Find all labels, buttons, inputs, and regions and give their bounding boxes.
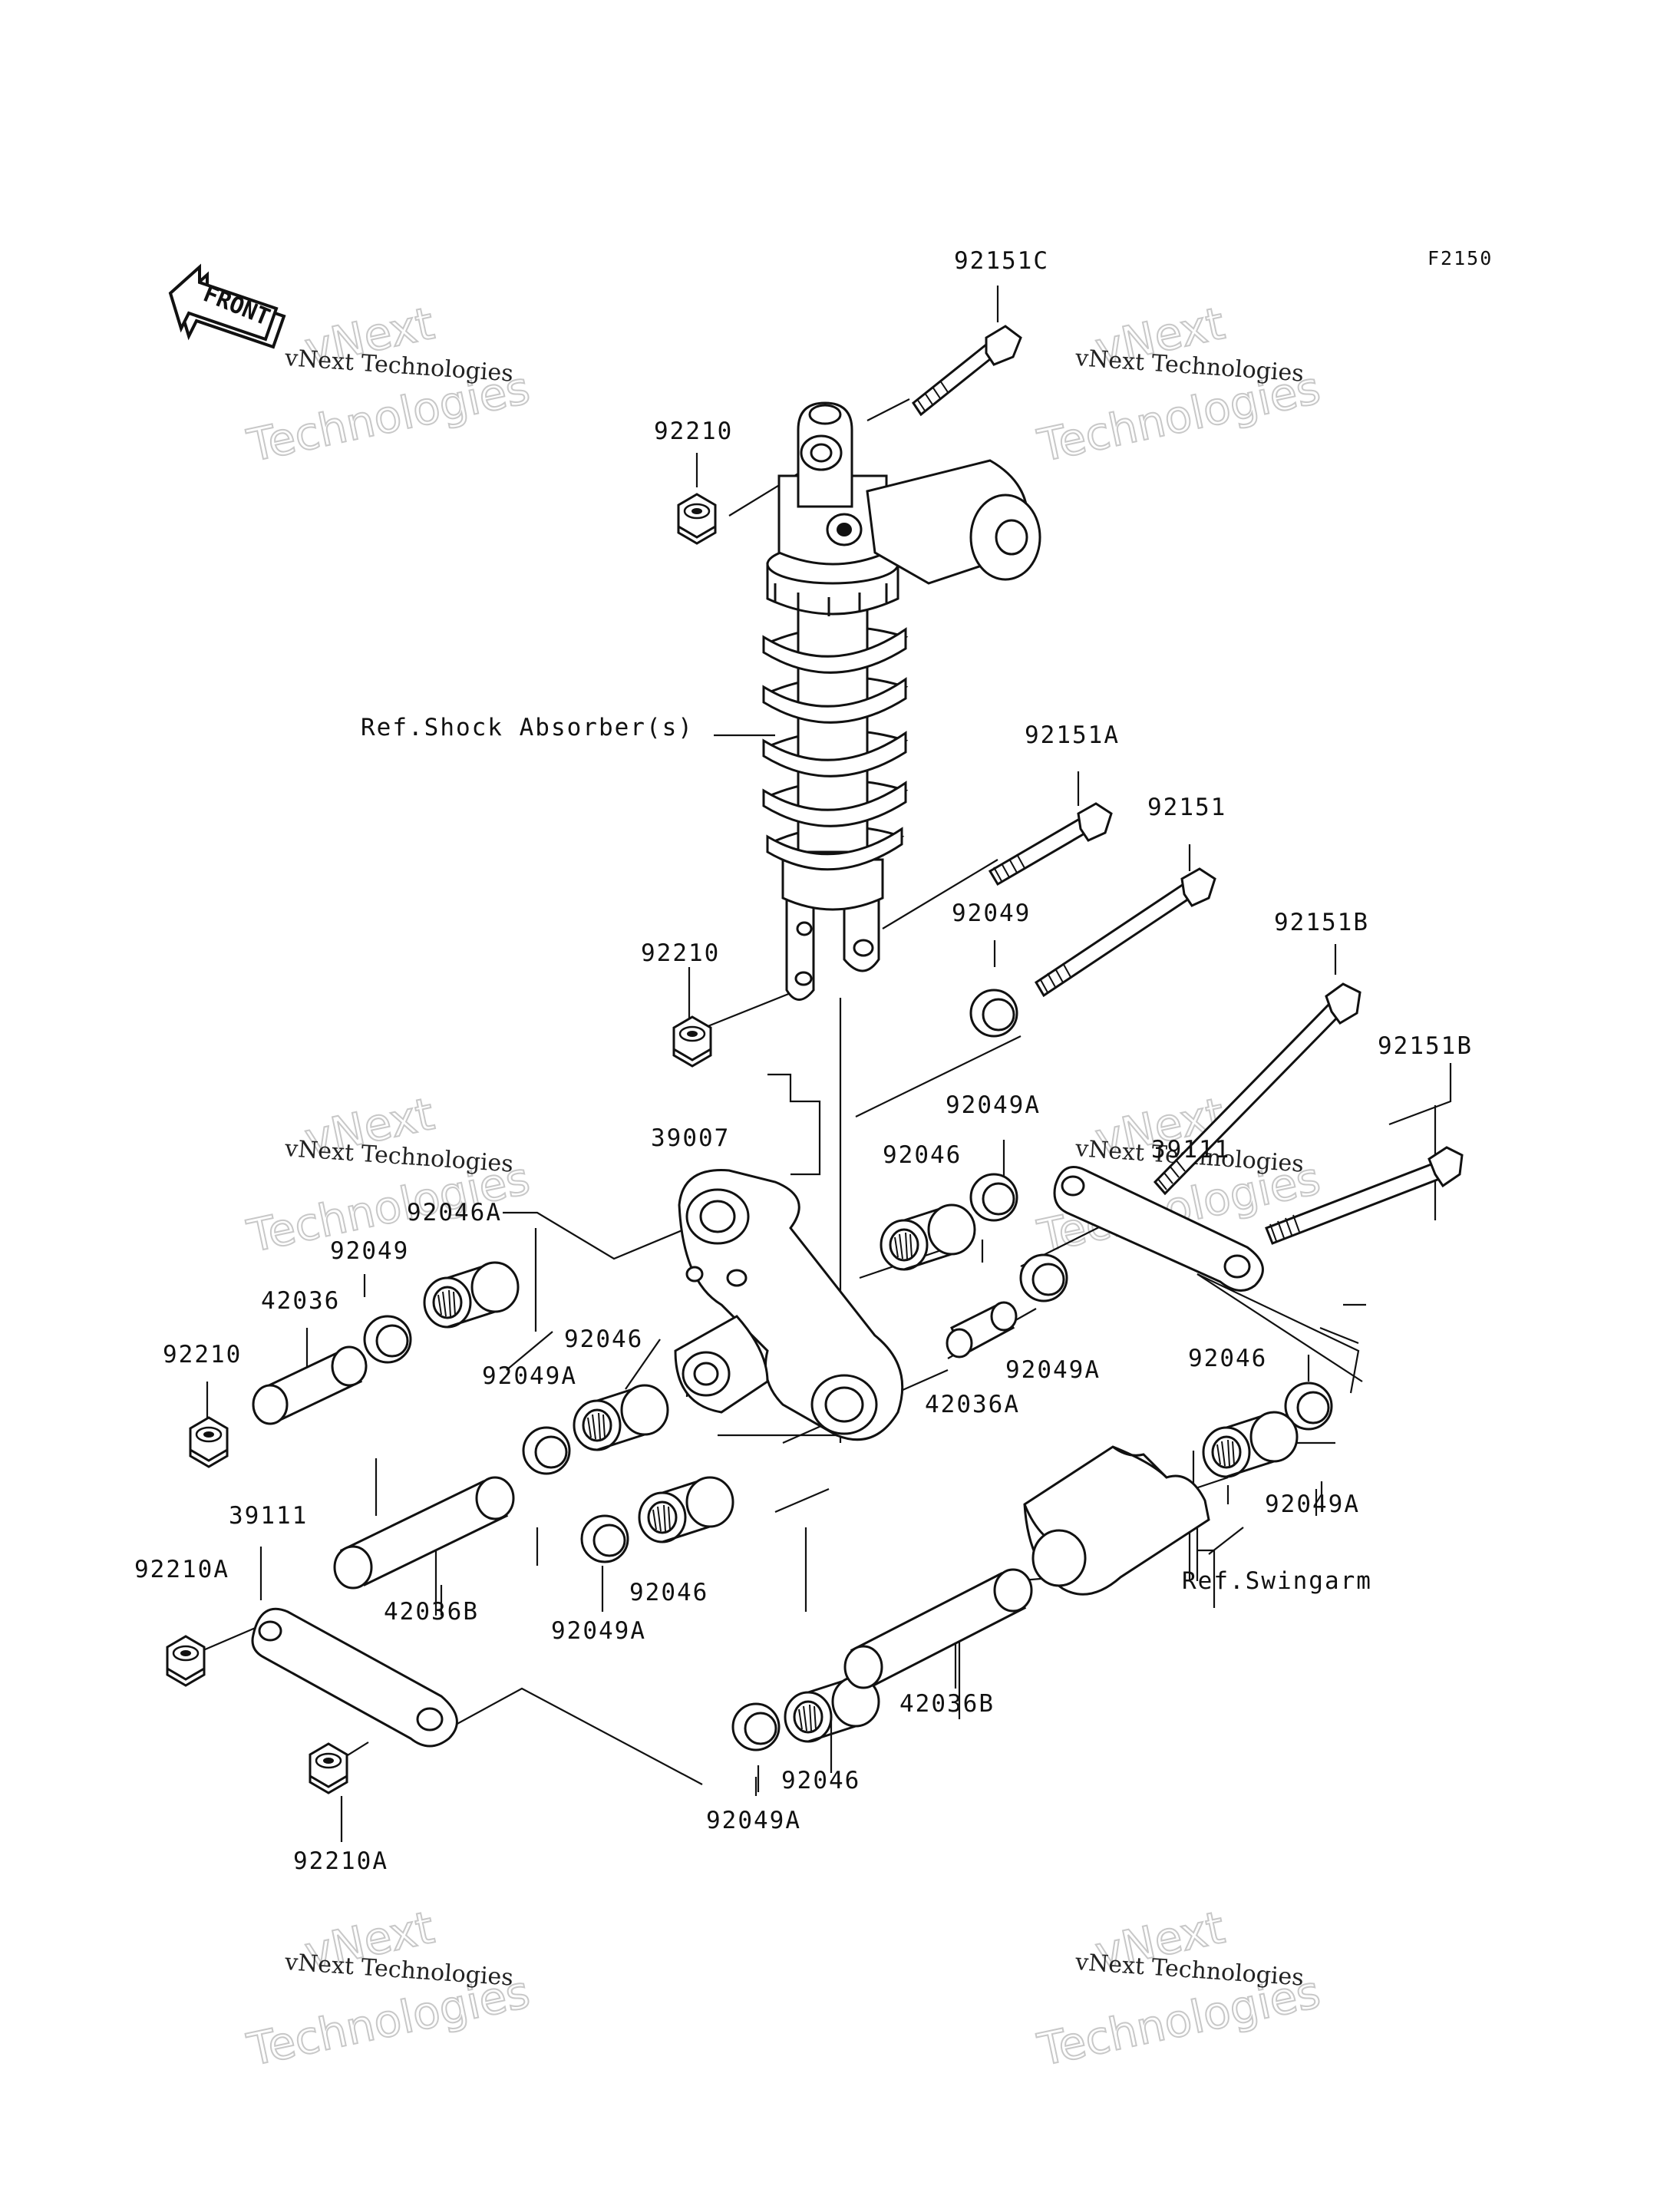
label-92049A-far-right: 92049A <box>1265 1491 1360 1518</box>
label-92049A-bottom: 92049A <box>706 1807 801 1834</box>
label-92049A-middle: 92049A <box>551 1617 646 1645</box>
shock-absorber-icon <box>762 401 1041 1001</box>
label-92046-right: 92046 <box>883 1141 962 1169</box>
front-arrow-icon: FRONT <box>168 263 286 349</box>
label-ref-shock-absorber: Ref.Shock Absorber(s) <box>361 714 694 741</box>
label-42036B-left: 42036B <box>384 1598 479 1626</box>
watermark-top-right: vNext Technologies vNext Technologies <box>1032 296 1325 473</box>
label-92046-middle: 92046 <box>629 1579 708 1606</box>
label-92210-left: 92210 <box>163 1341 242 1368</box>
leader-lines <box>175 286 1452 1842</box>
label-92151B-1: 92151B <box>1274 909 1369 936</box>
label-92210-mid: 92210 <box>641 939 720 967</box>
watermark-top-left: vNext Technologies vNext Technologies <box>242 296 535 473</box>
label-92210A-2: 92210A <box>293 1847 388 1875</box>
label-92046-bottom: 92046 <box>781 1767 860 1794</box>
label-92151: 92151 <box>1147 794 1226 821</box>
label-92049A-r2: 92049A <box>1005 1356 1101 1384</box>
label-92049A-r1: 92049A <box>946 1091 1041 1119</box>
tie-rod-icon <box>251 1166 1264 1748</box>
watermark-mid-left: vNext Technologies vNext Technologies <box>242 1087 535 1263</box>
label-92210-top: 92210 <box>654 418 733 445</box>
label-92046A: 92046A <box>407 1199 502 1226</box>
diagram-code: F2150 <box>1428 247 1493 269</box>
watermark-bottom-right: vNext Technologies vNext Technologies <box>1032 1900 1325 2077</box>
watermark-bottom-left: vNext Technologies vNext Technologies <box>242 1900 535 2077</box>
label-39007: 39007 <box>651 1124 730 1152</box>
label-92210A-1: 92210A <box>134 1556 229 1583</box>
label-92049-right: 92049 <box>952 900 1031 927</box>
label-92049A-left: 92049A <box>482 1362 577 1390</box>
label-39111-left: 39111 <box>229 1502 308 1530</box>
bolt-icon <box>911 325 1464 1245</box>
label-92046-far-right: 92046 <box>1188 1345 1267 1372</box>
sleeve-icon <box>252 1301 1033 1689</box>
label-92046-center: 92046 <box>564 1325 643 1353</box>
label-92151B-2: 92151B <box>1378 1032 1473 1060</box>
label-42036A: 42036A <box>925 1391 1020 1418</box>
label-92049-left: 92049 <box>330 1237 409 1265</box>
rocker-arm-icon <box>674 1169 904 1441</box>
label-ref-swingarm: Ref.Swingarm <box>1182 1567 1372 1595</box>
label-42036: 42036 <box>261 1287 340 1315</box>
swingarm-icon <box>1023 1445 1210 1596</box>
label-92151C: 92151C <box>954 247 1049 275</box>
label-42036B-right: 42036B <box>899 1690 995 1718</box>
label-92151A: 92151A <box>1025 721 1120 749</box>
label-39111-right: 39111 <box>1151 1136 1230 1164</box>
